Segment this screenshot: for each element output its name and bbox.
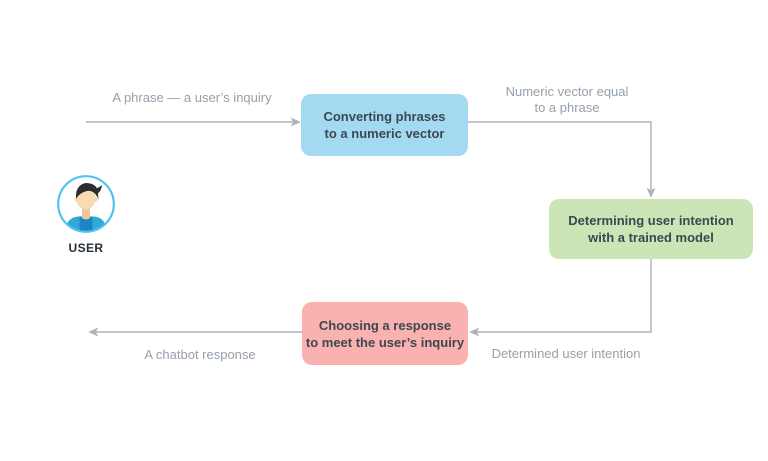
edge-label-chatbot-response: A chatbot response <box>144 347 256 362</box>
user-actor: USER <box>56 174 116 255</box>
node-converting-phrases-label: Converting phrases to a numeric vector <box>323 109 446 141</box>
avatar-shirt-center <box>79 216 93 231</box>
edge-determining-to-choosing <box>469 259 652 337</box>
edge-label-user-inquiry: A phrase — a user’s inquiry <box>112 90 272 105</box>
node-choosing-response: Choosing a response to meet the user’s i… <box>302 302 468 365</box>
node-determining-intention: Determining user intention with a traine… <box>549 199 753 259</box>
edge-label-numeric-vector: Numeric vector equal to a phrase <box>505 84 629 115</box>
node-choosing-response-label: Choosing a response to meet the user’s i… <box>305 317 465 350</box>
node-determining-intention-label: Determining user intention with a traine… <box>568 213 734 245</box>
edge-label-determined-intention: Determined user intention <box>491 346 641 361</box>
user-avatar-icon <box>57 175 115 233</box>
user-label: USER <box>68 241 104 255</box>
edge-converting-to-determining <box>468 121 656 198</box>
node-converting-phrases: Converting phrases to a numeric vector <box>301 94 468 156</box>
avatar-hair <box>76 182 102 200</box>
